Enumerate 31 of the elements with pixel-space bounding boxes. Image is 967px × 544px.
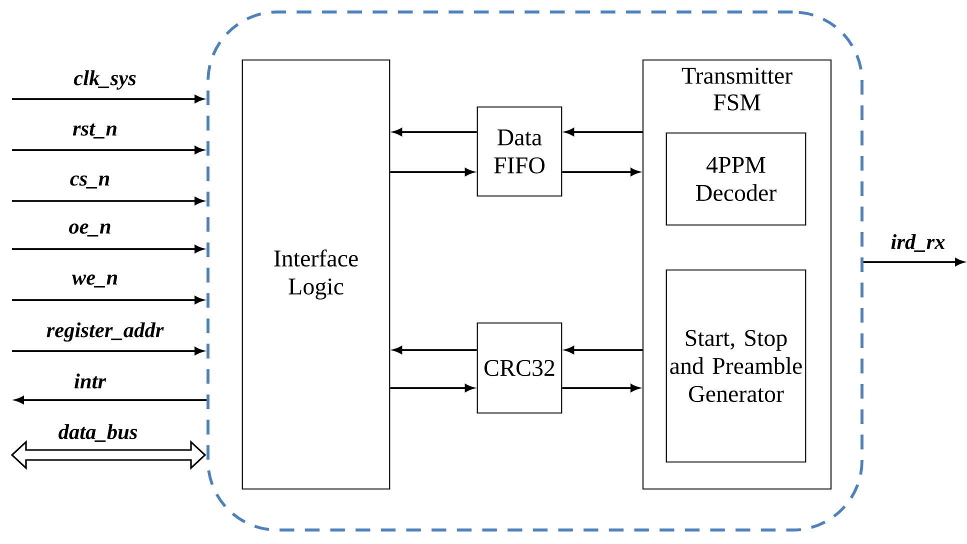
- arrow: [393, 128, 477, 136]
- signal-arrow: [12, 296, 204, 304]
- signal-arrow: [12, 95, 204, 103]
- signal-label: cs_n: [70, 176, 110, 189]
- block: CRC32: [476, 322, 562, 414]
- signal-arrow: [14, 396, 207, 404]
- signal-arrow: [12, 146, 204, 154]
- arrow: [564, 346, 642, 354]
- block: Start, Stop and Preamble Generator: [666, 269, 806, 463]
- signal-label: oe_n: [69, 224, 110, 237]
- arrow: [393, 346, 477, 354]
- signal-arrow: [863, 258, 964, 266]
- arrow: [390, 168, 474, 176]
- arrow: [562, 168, 640, 176]
- arrow: [562, 384, 640, 392]
- signal-label: data_bus: [58, 424, 138, 442]
- arrow: [564, 128, 642, 136]
- signal-label: clk_sys: [74, 70, 136, 90]
- signal-arrow: [12, 197, 204, 205]
- signal-arrow: [12, 245, 204, 253]
- signal-label: register_addr: [46, 322, 164, 342]
- arrow: [390, 384, 474, 392]
- signal-arrow: [12, 347, 204, 355]
- block: Data FIFO: [476, 106, 562, 197]
- signal-label: rst_n: [72, 124, 116, 138]
- dashed-boundary: [206, 10, 864, 532]
- signal-label: we_n: [72, 274, 118, 288]
- signal-label: ird_rx: [891, 234, 945, 252]
- signal-label: intr: [74, 374, 106, 388]
- block: Interface Logic: [242, 59, 390, 490]
- block: 4PPM Decoder: [666, 132, 806, 226]
